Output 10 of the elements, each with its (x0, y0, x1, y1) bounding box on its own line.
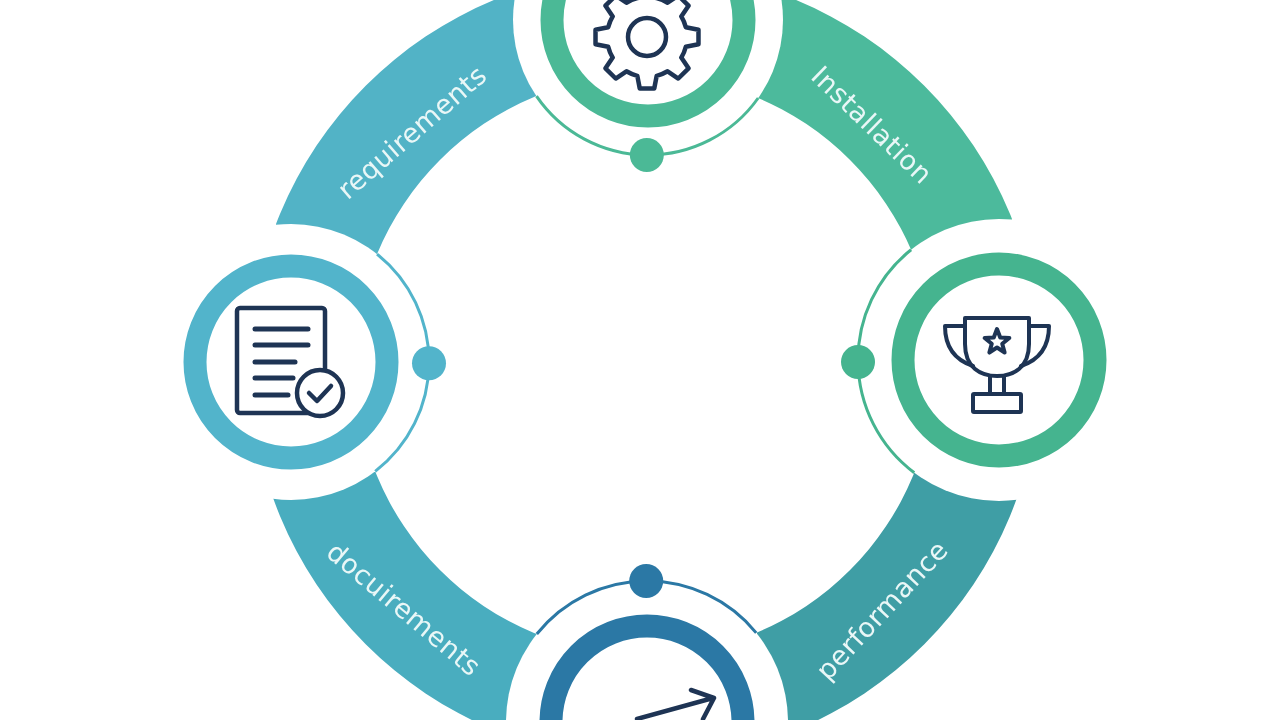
step-circle (891, 252, 1107, 468)
connector-arc (535, 564, 758, 636)
curved-band (757, 473, 1017, 720)
curved-band (758, 0, 1012, 250)
curved-band (276, 0, 537, 255)
connector-arc (535, 95, 760, 172)
step-circle (183, 254, 399, 470)
curved-band (273, 472, 537, 720)
connector-arc (374, 253, 446, 473)
connector-arc (841, 248, 916, 474)
